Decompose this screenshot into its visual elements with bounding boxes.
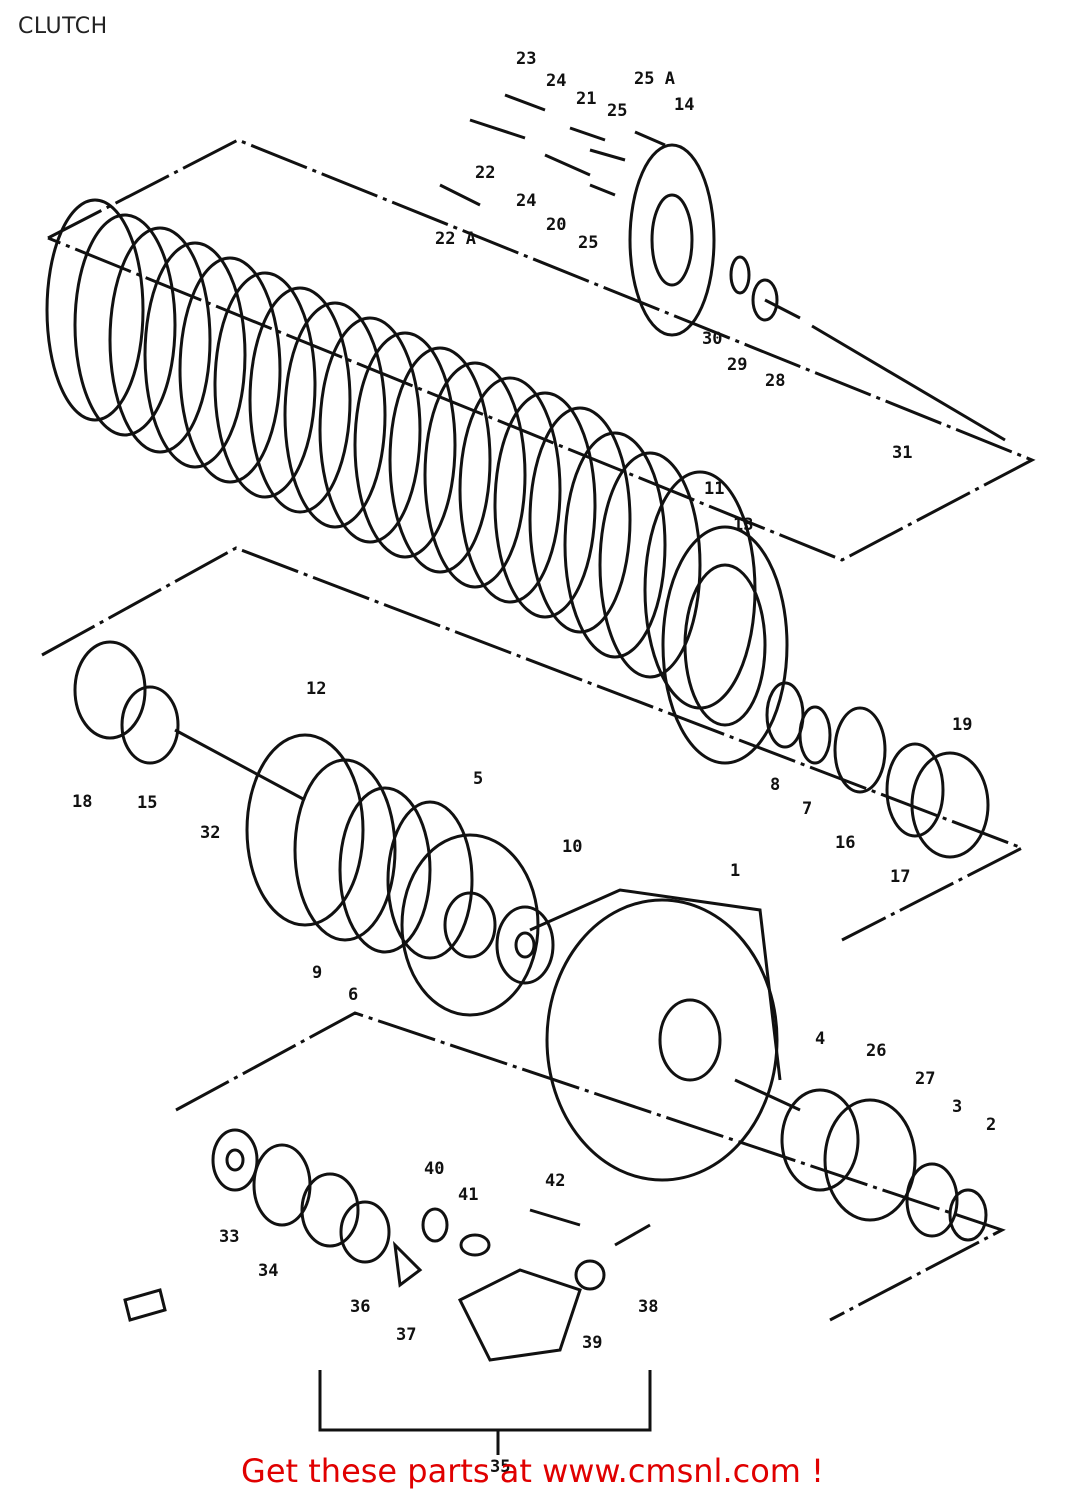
part-label: 4 [815, 1029, 825, 1049]
part-label: 14 [674, 95, 694, 115]
part-label: 35 [490, 1457, 510, 1477]
part-label: 31 [892, 443, 912, 463]
part-label: 18 [72, 792, 92, 812]
clutch-lower-parts [123, 1128, 652, 1455]
part-label: 8 [770, 775, 780, 795]
part-label: 15 [137, 793, 157, 813]
part-label: 38 [638, 1297, 658, 1317]
frame-lower [175, 1011, 1006, 1322]
part-label: 40 [424, 1159, 444, 1179]
part-labels: 23 24 21 25 25 A 14 22 24 20 25 22 A 30 … [72, 49, 996, 1477]
part-label: 11 [704, 479, 724, 499]
part-label: 3 [952, 1097, 962, 1117]
footer-cta: Get these parts at www.cmsnl.com ! [0, 1452, 1065, 1490]
part-label: 20 [546, 215, 566, 235]
part-label: 24 [516, 191, 536, 211]
part-label: 13 [733, 515, 753, 535]
part-label: 1 [730, 861, 740, 881]
part-label: 22 [475, 163, 495, 183]
part-label: 27 [915, 1069, 935, 1089]
part-label: 22 A [435, 229, 476, 249]
part-label: 39 [582, 1333, 602, 1353]
part-label: 23 [516, 49, 536, 69]
part-label: 6 [348, 985, 358, 1005]
part-label: 26 [866, 1041, 886, 1061]
footer-text: Get these parts at [241, 1452, 543, 1490]
frame-middle [41, 546, 1026, 942]
part-label: 2 [986, 1115, 996, 1135]
part-label: 9 [312, 963, 322, 983]
footer-suffix: ! [800, 1452, 824, 1490]
part-label: 33 [219, 1227, 239, 1247]
part-label: 34 [258, 1261, 278, 1281]
frame-upper [47, 138, 1036, 562]
part-label: 41 [458, 1185, 478, 1205]
clutch-plate-stack [45, 198, 789, 765]
shop-link[interactable]: www.cmsnl.com [542, 1452, 801, 1490]
part-label: 12 [306, 679, 326, 699]
part-label: 32 [200, 823, 220, 843]
part-label: 42 [545, 1171, 565, 1191]
part-label: 29 [727, 355, 747, 375]
part-label: 25 [607, 101, 627, 121]
part-label: 30 [702, 329, 722, 349]
part-label: 28 [765, 371, 785, 391]
part-label: 10 [562, 837, 582, 857]
pressure-plate [439, 93, 1006, 442]
clutch-housing [529, 888, 988, 1242]
part-label: 37 [396, 1325, 416, 1345]
part-label: 25 [578, 233, 598, 253]
part-label: 7 [802, 799, 812, 819]
part-label: 5 [473, 769, 483, 789]
part-label: 19 [952, 715, 972, 735]
part-label: 24 [546, 71, 566, 91]
part-label: 36 [350, 1297, 370, 1317]
part-label: 16 [835, 833, 855, 853]
page-title: CLUTCH [18, 14, 108, 39]
part-label: 21 [576, 89, 596, 109]
part-label: 25 A [634, 69, 675, 89]
part-label: 17 [890, 867, 910, 887]
